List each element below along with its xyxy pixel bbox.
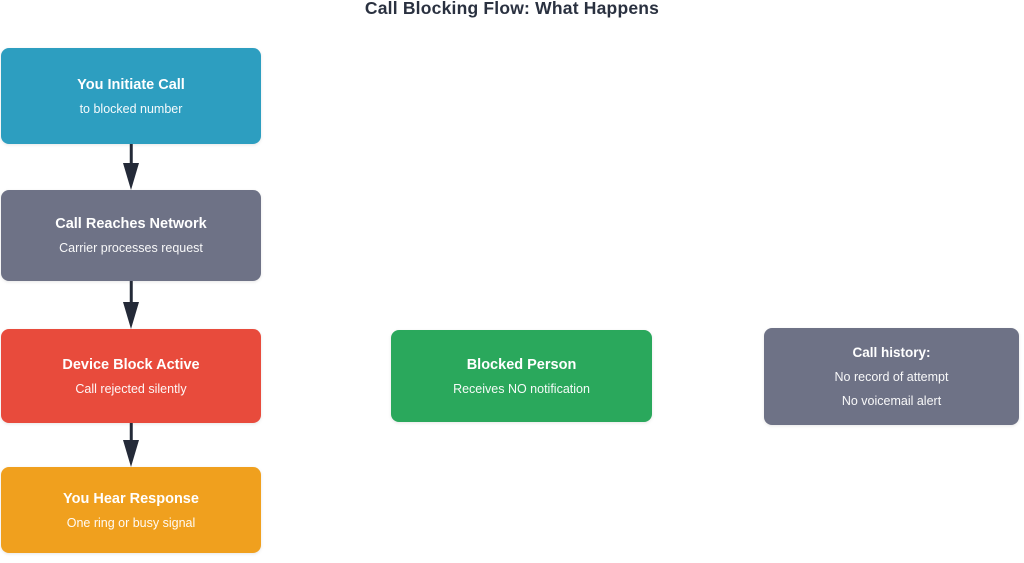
arrow-shaft — [129, 144, 133, 168]
node-title: Device Block Active — [62, 356, 200, 373]
node-line: No record of attempt — [834, 370, 949, 384]
node-line: No voicemail alert — [841, 394, 942, 408]
flow-arrow-down-2 — [122, 281, 140, 329]
flow-arrow-down-1 — [122, 144, 140, 190]
node-title: You Initiate Call — [77, 76, 185, 93]
node-title: You Hear Response — [63, 490, 199, 507]
flow-node-call-reaches-network: Call Reaches Network Carrier processes r… — [1, 190, 261, 281]
node-subtitle: Carrier processes request — [59, 241, 203, 255]
arrow-shaft — [129, 423, 133, 445]
node-subtitle: to blocked number — [79, 101, 183, 116]
flow-node-device-block-active: Device Block Active Call rejected silent… — [1, 329, 261, 423]
node-subtitle: One ring or busy signal — [66, 515, 196, 530]
arrow-shaft — [129, 281, 133, 307]
flow-node-you-hear-response: You Hear Response One ring or busy signa… — [1, 467, 261, 553]
node-title: Blocked Person — [466, 356, 577, 373]
node-title: Call history: — [852, 345, 931, 360]
side-node-blocked-person: Blocked Person Receives NO notification — [391, 330, 652, 422]
node-title: Call Reaches Network — [55, 216, 207, 232]
arrowhead-down-icon — [123, 440, 139, 467]
arrowhead-down-icon — [123, 302, 139, 329]
flow-arrow-down-3 — [122, 423, 140, 467]
arrowhead-down-icon — [123, 163, 139, 190]
node-subtitle: Receives NO notification — [453, 381, 590, 396]
side-node-call-history: Call history: No record of attempt No vo… — [764, 328, 1019, 425]
diagram-title: Call Blocking Flow: What Happens — [364, 0, 660, 18]
flow-node-you-initiate-call: You Initiate Call to blocked number — [1, 48, 261, 144]
node-subtitle: Call rejected silently — [75, 381, 187, 396]
